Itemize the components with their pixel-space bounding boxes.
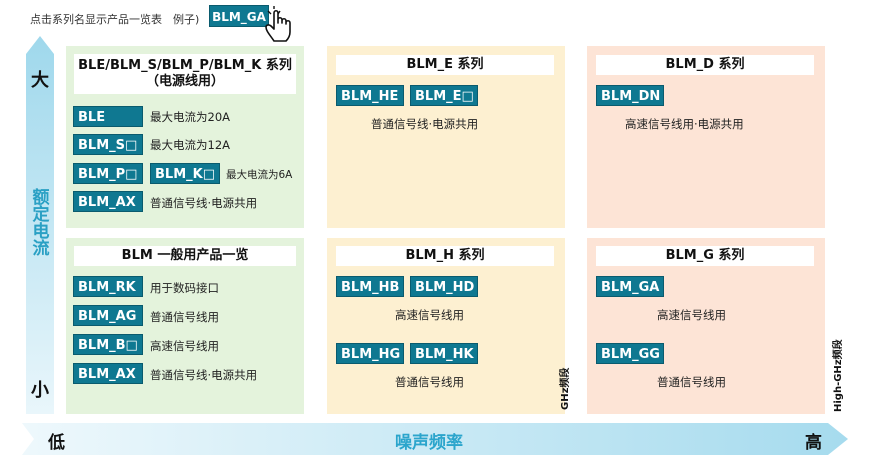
panel-blm-d-title[interactable]: BLM_D 系列 xyxy=(596,55,814,75)
blm-s-desc: 最大电流为12A xyxy=(150,138,230,152)
blm-ax-power-button[interactable]: BLM_AX xyxy=(73,191,143,212)
panel-blm-d-series: BLM_D 系列 BLM_DN 高速信号线用·电源共用 xyxy=(587,46,825,228)
ble-button[interactable]: BLE xyxy=(73,106,143,127)
panel-blm-e-title[interactable]: BLM_E 系列 xyxy=(336,55,554,75)
panel-blm-e-series: BLM_E 系列 BLM_HE BLM_E□ 普通信号线·电源共用 xyxy=(327,46,565,228)
blm-e-desc: 普通信号线·电源共用 xyxy=(371,117,479,131)
frequency-high-label: 高 xyxy=(805,433,822,453)
blm-e-button[interactable]: BLM_E□ xyxy=(410,85,478,106)
blm-gg-desc: 普通信号线用 xyxy=(657,375,726,389)
blm-p-button[interactable]: BLM_P□ xyxy=(73,163,143,184)
panel-blm-h-title[interactable]: BLM_H 系列 xyxy=(336,246,554,266)
rated-current-label: 额定电流 xyxy=(32,188,50,259)
blm-s-button[interactable]: BLM_S□ xyxy=(73,134,143,155)
high-ghz-band-label: High-GHz频段 xyxy=(833,339,844,412)
ghz-band-label: GHz频段 xyxy=(560,367,571,410)
blm-rk-desc: 用于数码接口 xyxy=(150,281,219,295)
example-series-button[interactable]: BLM_GA xyxy=(209,5,269,27)
blm-hb-button[interactable]: BLM_HB xyxy=(336,276,404,297)
panel-blm-h-series: BLM_H 系列 BLM_HB BLM_HD 高速信号线用 BLM_HG BLM… xyxy=(327,238,571,414)
panel-ble-title-line2: （电源线用） xyxy=(145,74,224,89)
blm-d-desc: 高速信号线用·电源共用 xyxy=(625,117,744,131)
frequency-low-label: 低 xyxy=(48,433,65,453)
panel-blm-g-title[interactable]: BLM_G 系列 xyxy=(596,246,814,266)
blm-k-button[interactable]: BLM_K□ xyxy=(150,163,220,184)
pointer-hand-icon xyxy=(265,6,291,42)
current-high-label: 大 xyxy=(31,70,49,91)
hint-text: 点击系列名显示产品一览表 例子) xyxy=(30,13,200,26)
blm-ag-desc: 普通信号线用 xyxy=(150,310,219,324)
panel-ble-series: BLE/BLM_S/BLM_P/BLM_K 系列 （电源线用） BLE 最大电流… xyxy=(66,46,304,228)
blm-hb-hd-desc: 高速信号线用 xyxy=(395,308,464,322)
blm-p-k-desc: 最大电流为6A xyxy=(226,169,293,181)
panel-ble-title-line1: BLE/BLM_S/BLM_P/BLM_K 系列 xyxy=(78,58,292,73)
panel-blm-general-title[interactable]: BLM 一般用产品一览 xyxy=(74,246,296,266)
blm-hg-button[interactable]: BLM_HG xyxy=(336,343,404,364)
blm-hk-button[interactable]: BLM_HK xyxy=(410,343,478,364)
blm-gg-button[interactable]: BLM_GG xyxy=(596,343,664,364)
blm-ax-signal-desc: 普通信号线·电源共用 xyxy=(150,368,258,382)
blm-ga-button[interactable]: BLM_GA xyxy=(596,276,664,297)
blm-b-desc: 高速信号线用 xyxy=(150,339,219,353)
noise-frequency-label: 噪声频率 xyxy=(395,433,463,453)
blm-rk-button[interactable]: BLM_RK xyxy=(73,276,143,297)
blm-ga-desc: 高速信号线用 xyxy=(657,308,726,322)
blm-ag-button[interactable]: BLM_AG xyxy=(73,305,143,326)
noise-frequency-axis-arrow xyxy=(22,423,848,455)
blm-hd-button[interactable]: BLM_HD xyxy=(410,276,478,297)
ble-desc: 最大电流为20A xyxy=(150,110,230,124)
blm-dn-button[interactable]: BLM_DN xyxy=(596,85,664,106)
blm-he-button[interactable]: BLM_HE xyxy=(336,85,404,106)
blm-ax-signal-button[interactable]: BLM_AX xyxy=(73,363,143,384)
rated-current-axis-arrow xyxy=(26,36,54,414)
panel-ble-title[interactable]: BLE/BLM_S/BLM_P/BLM_K 系列 （电源线用） xyxy=(74,54,296,94)
blm-hg-hk-desc: 普通信号线用 xyxy=(395,375,464,389)
current-low-label: 小 xyxy=(31,380,49,401)
blm-ax-power-desc: 普通信号线·电源共用 xyxy=(150,196,258,210)
blm-b-button[interactable]: BLM_B□ xyxy=(73,334,143,355)
panel-blm-g-series: BLM_G 系列 BLM_GA 高速信号线用 BLM_GG 普通信号线用 xyxy=(587,238,825,414)
panel-blm-general: BLM 一般用产品一览 BLM_RK 用于数码接口 BLM_AG 普通信号线用 … xyxy=(66,238,304,414)
